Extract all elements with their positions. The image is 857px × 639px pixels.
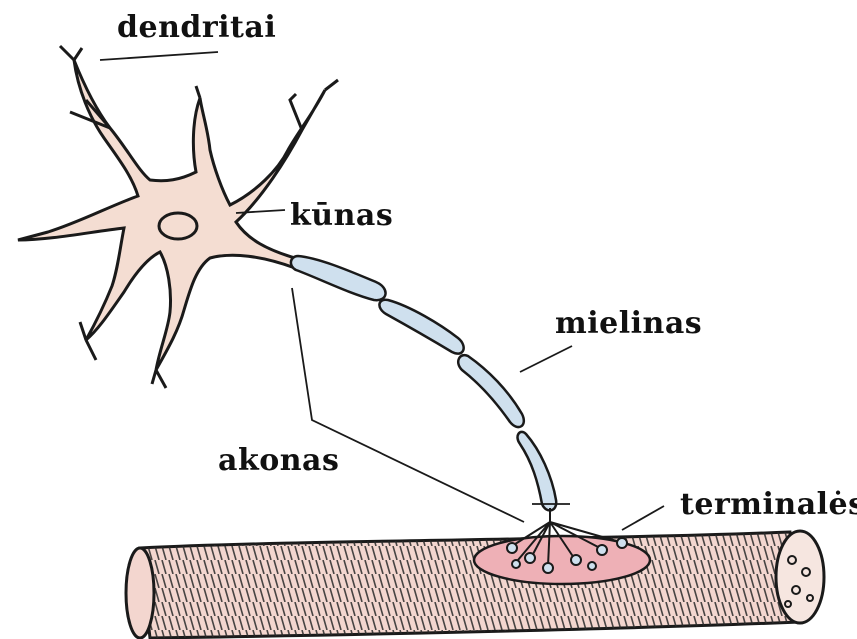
leader-mielinas <box>520 346 572 372</box>
label-terminals: terminalės <box>680 487 857 522</box>
leader-terminales <box>622 506 664 530</box>
dendrite-fork-top-right <box>290 80 338 130</box>
dendrite-fork-top-left <box>60 46 82 60</box>
nucleus <box>159 213 197 239</box>
leader-dendritai <box>100 52 218 60</box>
label-axon: akonas <box>218 443 339 478</box>
muscle-fiber-left-end <box>126 548 154 638</box>
muscle-striations <box>140 532 800 638</box>
muscle-fiber <box>126 531 824 638</box>
dendrite-fork-bottom <box>152 370 166 388</box>
myelin-segment-1 <box>291 256 386 300</box>
label-cell-body: kūnas <box>290 198 393 233</box>
muscle-fiber-cross-section <box>776 531 824 623</box>
myelin-segment-2 <box>379 300 463 354</box>
label-dendrites: dendritai <box>117 10 276 45</box>
myelin-segment-4 <box>518 432 557 510</box>
dendrite-tip-top <box>196 86 200 98</box>
myelin-segment-3 <box>458 355 524 427</box>
label-myelin: mielinas <box>555 306 702 341</box>
